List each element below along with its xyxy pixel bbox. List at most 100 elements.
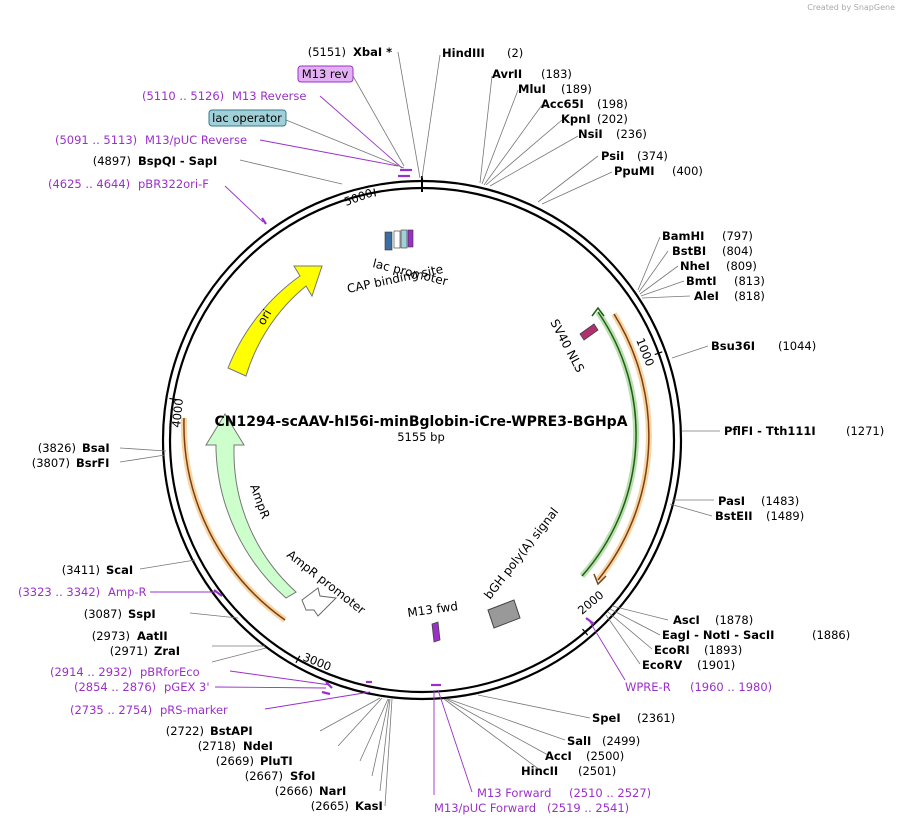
map-label: (2854 .. 2876) — [74, 680, 156, 694]
primer-marks — [213, 168, 595, 696]
site-name: NarI — [319, 784, 346, 798]
plasmid-title: CN1294-scAAV-hI56i-minBglobin-iCre-WPRE3… — [214, 414, 627, 430]
ampr-promoter-feature — [301, 587, 338, 617]
site-name: SspI — [128, 607, 156, 621]
site-name: NdeI — [243, 739, 273, 753]
m13-rev-box: M13 rev — [297, 65, 405, 167]
site-pos: (3826) — [38, 441, 76, 455]
map-label: (2510 .. 2527) — [569, 786, 651, 800]
site-pos: (2669) — [216, 754, 254, 768]
map-label: M13 Reverse — [232, 89, 306, 103]
site-name: PasI — [718, 494, 745, 508]
site-pos: (2667) — [245, 769, 283, 783]
map-label: pBR322ori-F — [138, 177, 209, 191]
site-name: AscI — [673, 613, 700, 627]
site-pos: (2666) — [275, 784, 313, 798]
feature-label-ampr: AmpR — [247, 482, 272, 520]
site-name: NsiI — [578, 127, 603, 141]
site-name: BstAPI — [210, 724, 253, 738]
site-pos: (4897) — [93, 154, 131, 168]
map-label: (3323 .. 3342) — [18, 585, 100, 599]
restriction-site-labels: (5151) XbaI * HindIII (2) AvrII (183) Ml… — [32, 45, 885, 813]
site-pos: (2500) — [586, 749, 624, 763]
site-pos: (400) — [672, 164, 703, 178]
site-pos: (2499) — [602, 734, 640, 748]
site-pos: (1489) — [766, 509, 804, 523]
site-name: PflFI - Tth111I — [724, 424, 816, 438]
site-name: BmtI — [686, 274, 717, 288]
tick-label-4000: 4000 — [169, 398, 186, 429]
tick-label-2000: 2000 — [575, 588, 606, 618]
plasmid-size: 5155 bp — [397, 430, 445, 444]
orange-feature-left — [180, 417, 287, 623]
primer-labels: (5110 .. 5126) M13 Reverse (5091 .. 5113… — [18, 89, 772, 815]
site-pos: (1893) — [704, 643, 742, 657]
site-pos: (1901) — [697, 658, 735, 672]
m13-fwd-feature — [431, 621, 441, 643]
feature-label-ori: ori — [254, 307, 274, 328]
site-name: BsrFI — [76, 456, 109, 470]
site-name: BsaI — [82, 441, 110, 455]
map-label: WPRE-R — [625, 680, 671, 694]
site-pos: (5151) — [308, 45, 346, 59]
site-name: SfoI — [290, 769, 315, 783]
feature-label-sv40-nls: SV40 NLS — [547, 317, 587, 375]
bgh-polya-feature — [487, 599, 521, 629]
site-name: PsiI — [601, 149, 624, 163]
green-feature — [579, 306, 640, 578]
tick-label-5000: 5000 — [342, 186, 374, 209]
sv40-nls-feature — [579, 323, 599, 341]
site-pos: (804) — [722, 244, 753, 258]
site-name: AatII — [137, 629, 168, 643]
site-name: PpuMI — [614, 164, 655, 178]
tick-mark — [169, 397, 178, 401]
map-label: (1960 .. 1980) — [690, 680, 772, 694]
site-name: HincII — [521, 764, 558, 778]
map-label: M13 Forward — [477, 786, 551, 800]
feature-label-bgh-polya: bGH poly(A) signal — [481, 505, 561, 602]
site-name: EcoRV — [642, 658, 682, 672]
map-label: (4625 .. 4644) — [48, 177, 130, 191]
site-name: PluTI — [260, 754, 293, 768]
site-leader-lines — [119, 51, 720, 807]
site-pos: (813) — [734, 274, 765, 288]
site-pos: (2973) — [92, 629, 130, 643]
site-name: BstEII — [715, 509, 753, 523]
site-pos: (3087) — [84, 607, 122, 621]
site-name: KasI — [355, 799, 383, 813]
site-name: NheI — [680, 259, 710, 273]
site-pos: (2718) — [198, 739, 236, 753]
site-pos: (809) — [726, 259, 757, 273]
tick-mark — [373, 188, 377, 197]
orange-feature-right — [593, 312, 652, 586]
site-name: BamHI — [662, 229, 704, 243]
site-name: MluI — [518, 82, 546, 96]
tick-mark — [654, 351, 663, 356]
site-pos: (1878) — [715, 613, 753, 627]
map-label: Amp-R — [108, 585, 147, 599]
tick-mark — [582, 628, 589, 636]
site-name: BstBI — [672, 244, 706, 258]
site-pos: (3807) — [32, 456, 70, 470]
map-label: M13/pUC Forward — [434, 801, 536, 815]
site-name: SalI — [567, 734, 591, 748]
map-label: pGEX 3' — [164, 680, 210, 694]
site-name: Acc65I — [541, 97, 584, 111]
site-pos: (2665) — [311, 799, 349, 813]
site-pos: (202) — [597, 112, 628, 126]
site-name: KpnI — [561, 112, 591, 126]
map-label: (2914 .. 2932) — [50, 665, 132, 679]
site-pos: (3411) — [62, 563, 100, 577]
site-name: EcoRI — [654, 643, 690, 657]
site-name: ZraI — [154, 644, 180, 658]
site-name: HindIII — [442, 46, 485, 60]
tick-mark — [295, 655, 301, 664]
lac-features — [384, 229, 414, 251]
site-name: BspQI - SapI — [138, 154, 217, 168]
map-label: M13/pUC Reverse — [145, 133, 247, 147]
site-pos: (189) — [561, 82, 592, 96]
map-label: (2735 .. 2754) — [70, 703, 152, 717]
site-pos: (374) — [637, 149, 668, 163]
site-pos: (2722) — [166, 724, 204, 738]
map-label: (5091 .. 5113) — [55, 133, 137, 147]
